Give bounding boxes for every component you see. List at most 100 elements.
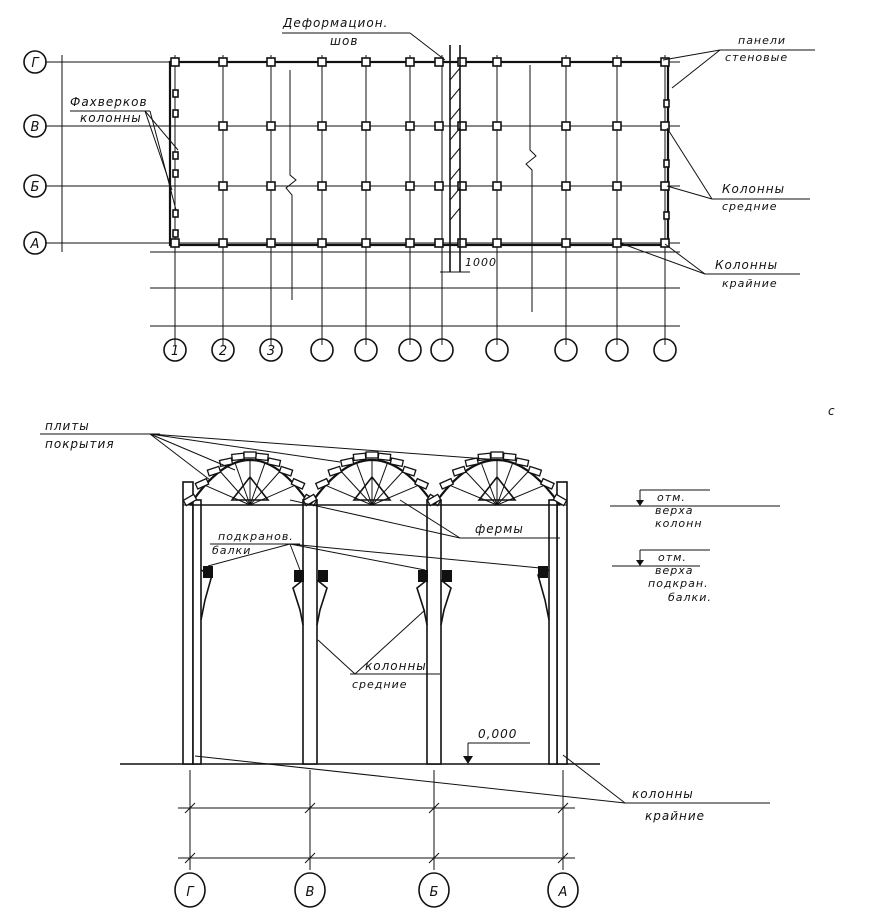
plan-column xyxy=(405,121,415,131)
axis-circle xyxy=(310,338,334,362)
dim-tick xyxy=(304,852,316,864)
plan-column-axis-bubble xyxy=(430,338,454,362)
plan-column xyxy=(612,238,622,248)
label-sec-mid-2: средние xyxy=(352,678,408,691)
dim-tick xyxy=(184,852,196,864)
break-mark-2 xyxy=(525,65,537,312)
dim-tick xyxy=(557,802,569,814)
plan-column xyxy=(218,181,228,191)
plan-column-axis-bubble xyxy=(554,338,578,362)
roof-trusses xyxy=(182,451,568,507)
section-axis-bubble: А xyxy=(547,872,579,908)
plan-column xyxy=(317,121,327,131)
axis-circle xyxy=(174,872,206,908)
roof-slab xyxy=(243,451,257,459)
plan-column xyxy=(660,121,670,131)
plan-column xyxy=(612,57,622,67)
plan-column xyxy=(457,181,467,191)
plan-column xyxy=(561,238,571,248)
label-slabs-2: покрытия xyxy=(45,437,115,451)
leader-sec-mid-2 xyxy=(354,609,426,675)
axis-circle xyxy=(430,338,454,362)
plan-column xyxy=(660,238,670,248)
axis-circle xyxy=(485,338,509,362)
axis-circle xyxy=(211,338,235,362)
leader-crane-1 xyxy=(207,543,291,567)
leader-sec-edge-1 xyxy=(562,754,626,804)
axis-circle xyxy=(605,338,629,362)
roof-slab xyxy=(502,452,517,462)
dim-tick xyxy=(304,802,316,814)
roof-slab xyxy=(377,452,392,462)
edge-column-right xyxy=(556,481,568,765)
plan-outline xyxy=(168,60,670,247)
plan-column-axis-bubble xyxy=(605,338,629,362)
leader-edge-1 xyxy=(619,242,706,275)
mark-col-2: верха xyxy=(655,504,693,517)
plan-row-axis-bubble: Г xyxy=(23,50,47,74)
axis-label: 2 xyxy=(219,344,227,359)
label-mid-cols-2: средние xyxy=(722,200,778,213)
crane-beam-6 xyxy=(538,566,548,578)
wall-panel xyxy=(663,211,670,220)
axis-circle xyxy=(547,872,579,908)
plan-column xyxy=(492,57,502,67)
axis-label: Б xyxy=(430,885,439,900)
plan-column-axis-bubble xyxy=(653,338,677,362)
plan-column xyxy=(561,121,571,131)
mark-crane-arrow xyxy=(636,560,644,566)
plan-column xyxy=(361,181,371,191)
truss-center-triangle xyxy=(477,475,517,501)
roof-slab xyxy=(414,477,430,490)
plan-column xyxy=(405,57,415,67)
roof-slab xyxy=(439,477,455,490)
edge-column-left-inner xyxy=(192,499,202,765)
dim-1000-label: 1000 xyxy=(465,256,497,269)
plan-column xyxy=(361,121,371,131)
frame-column xyxy=(172,169,179,178)
leader-sec-edge-2 xyxy=(194,755,626,804)
truss-web xyxy=(449,484,498,506)
truss-web xyxy=(356,462,373,506)
truss xyxy=(302,451,442,507)
plan-column-lines xyxy=(174,55,666,345)
section-axis-bubble: В xyxy=(294,872,326,908)
leader-frame-3 xyxy=(149,110,177,211)
axis-label: Б xyxy=(31,180,40,195)
axis-label: 3 xyxy=(267,344,275,359)
plan-column-axis-bubble xyxy=(485,338,509,362)
leader-joint xyxy=(409,32,446,61)
plan-column xyxy=(457,57,467,67)
leader-mid-1 xyxy=(666,127,713,200)
roof-slab xyxy=(194,477,210,490)
roof-slab xyxy=(278,465,294,477)
roof-slab xyxy=(401,465,417,477)
plan-column xyxy=(492,238,502,248)
plan-column xyxy=(561,181,571,191)
roof-slab xyxy=(365,451,379,459)
axis-circle xyxy=(163,338,187,362)
label-sec-edge-1: колонны xyxy=(632,787,694,801)
plan-column xyxy=(405,181,415,191)
mid-column-2 xyxy=(426,499,442,765)
plan-column xyxy=(266,57,276,67)
roof-slab xyxy=(389,457,405,468)
axis-circle xyxy=(23,50,47,74)
plan-column xyxy=(434,181,444,191)
plan-column xyxy=(434,57,444,67)
plan-column-axis-bubble: 2 xyxy=(211,338,235,362)
plan-column xyxy=(361,57,371,67)
plan-column xyxy=(612,121,622,131)
plan-column xyxy=(218,121,228,131)
leader-mid-2 xyxy=(666,185,713,200)
section-axis-lines xyxy=(184,770,569,870)
plan-column xyxy=(612,181,622,191)
section-axis-bubble: Б xyxy=(418,872,450,908)
axis-circle xyxy=(554,338,578,362)
truss-web xyxy=(371,484,419,506)
roof-slab xyxy=(552,493,568,507)
